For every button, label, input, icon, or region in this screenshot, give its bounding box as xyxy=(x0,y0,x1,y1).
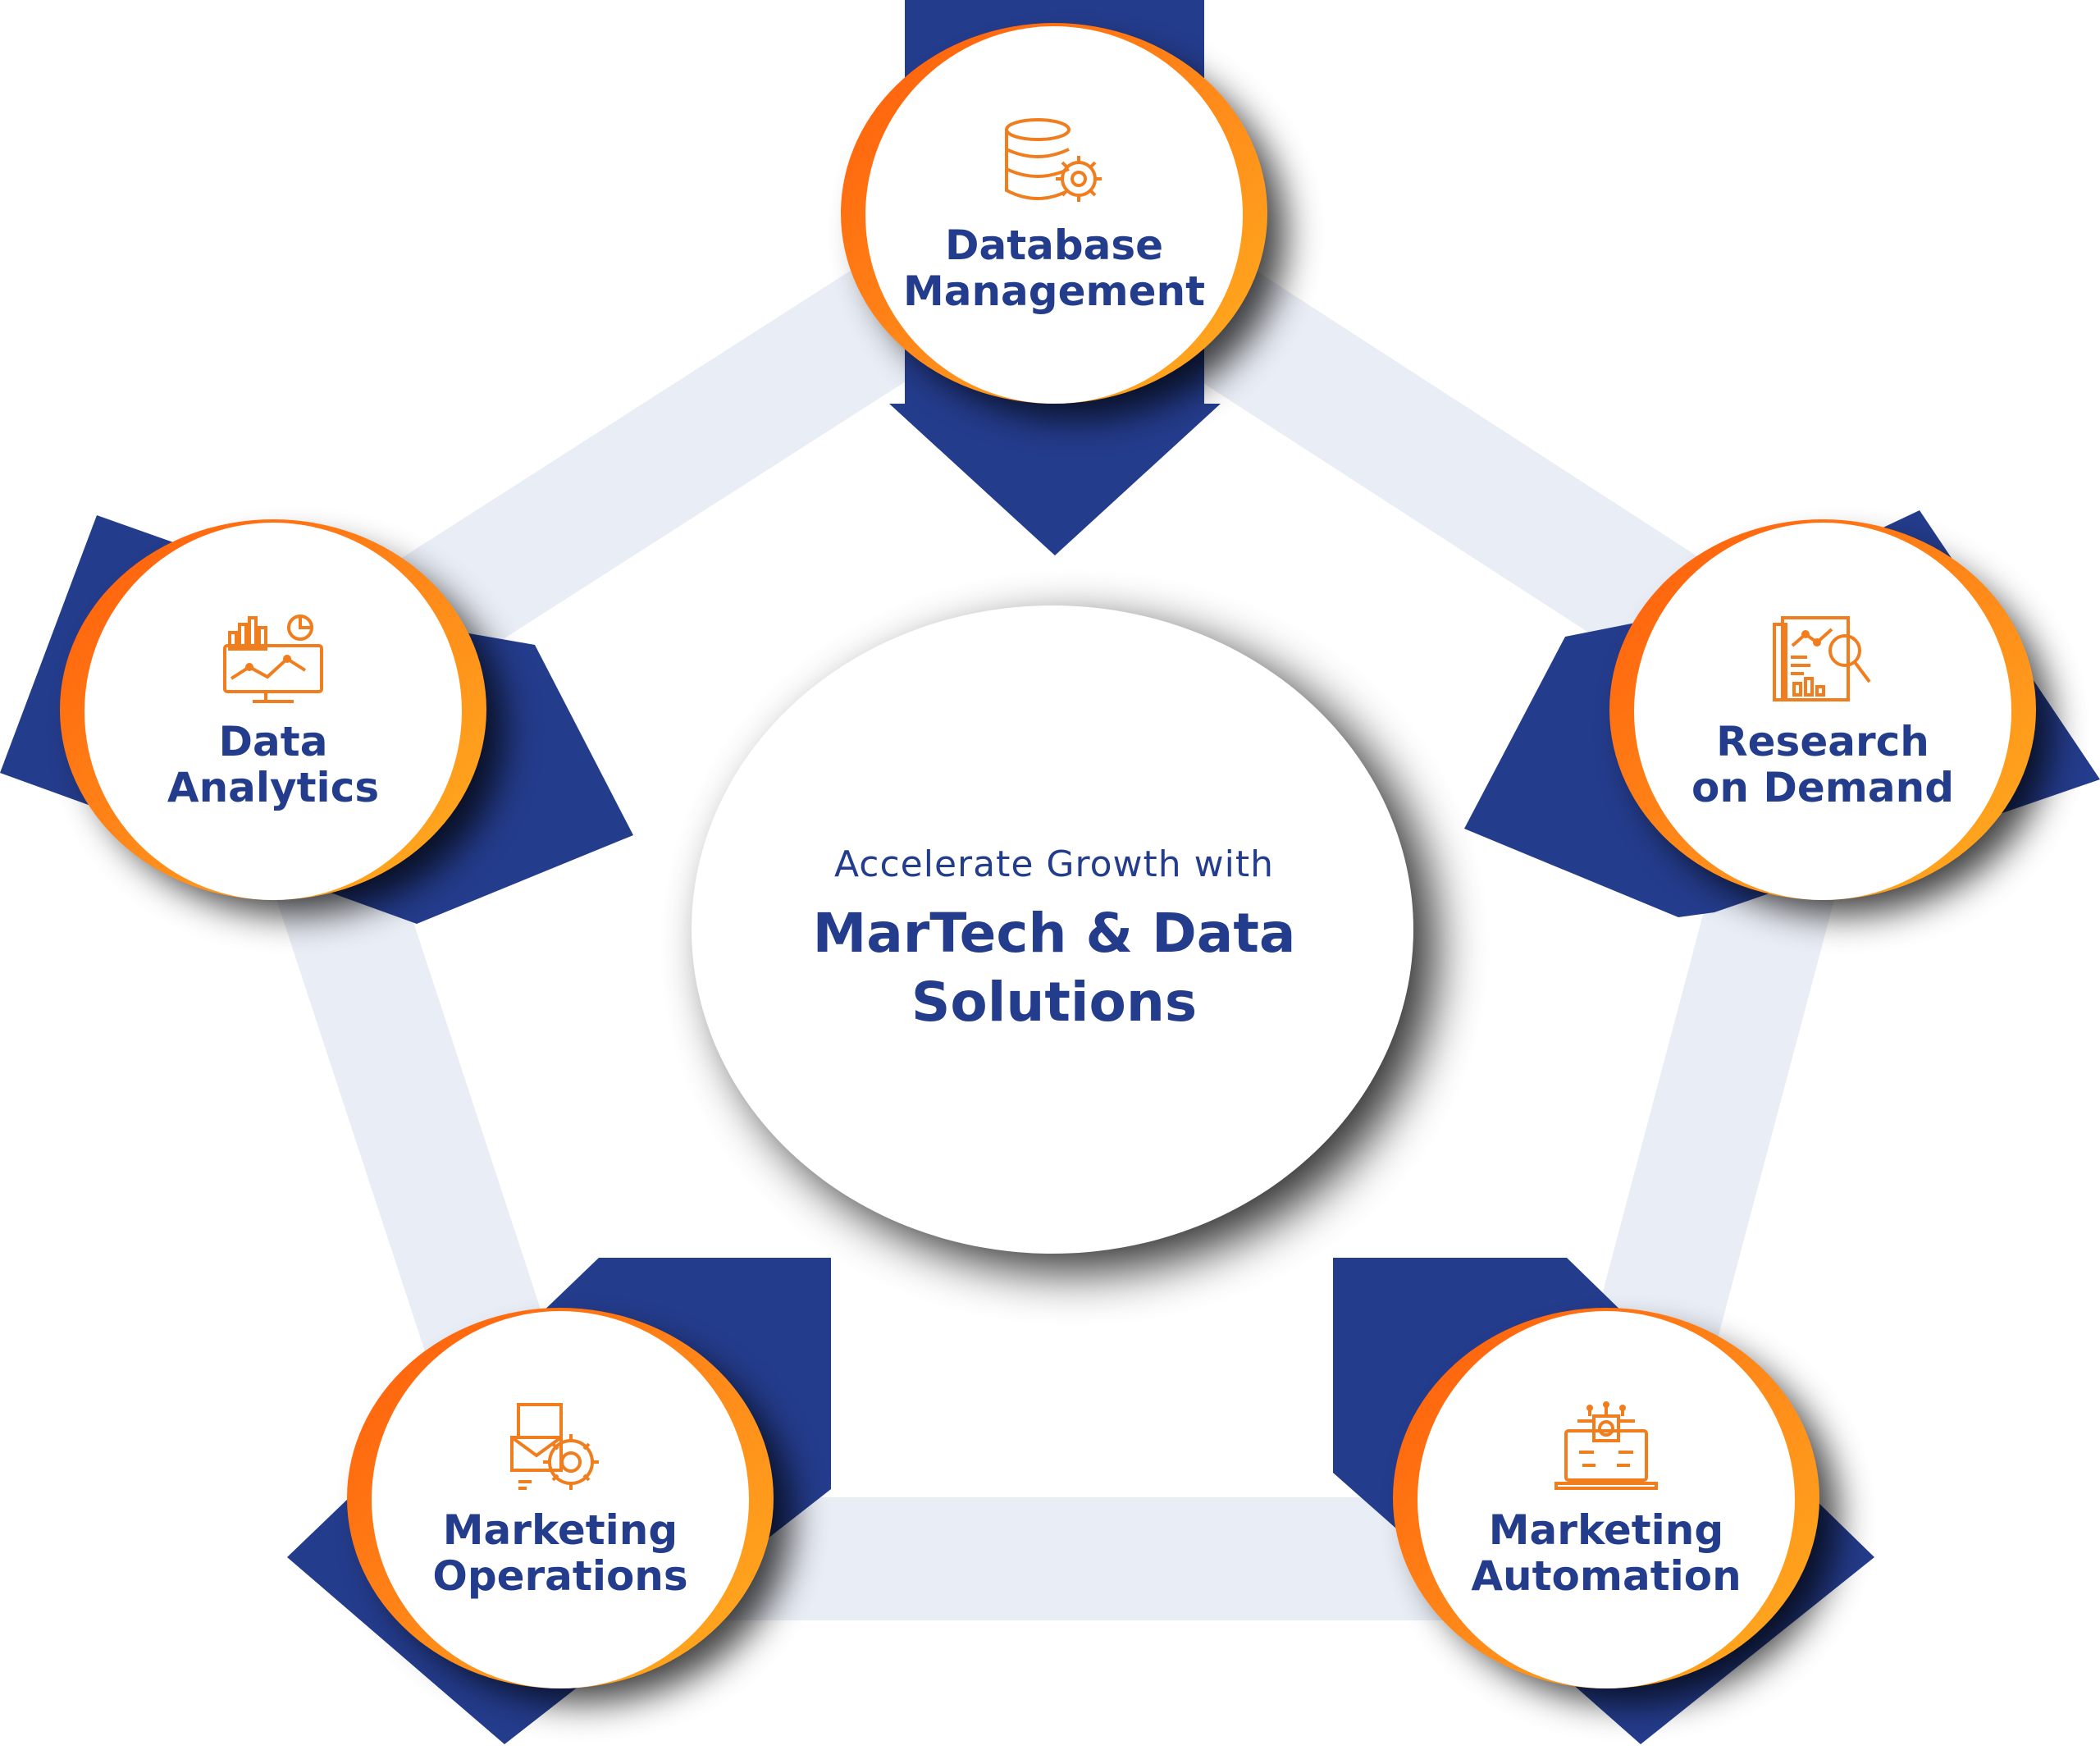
monitor-chart-icon xyxy=(223,614,323,703)
center-kicker: Accelerate Growth with xyxy=(833,843,1275,885)
node-label-line1: Research xyxy=(1716,717,1929,765)
node-label-line1: Database xyxy=(944,221,1164,269)
node-data-analytics: Data Analytics xyxy=(84,523,462,900)
report-magnifier-icon xyxy=(1773,615,1871,701)
node-research-on-demand: Research on Demand xyxy=(1634,523,2011,900)
node-label-line1: Marketing xyxy=(1488,1506,1724,1554)
node-label-line1: Data xyxy=(218,717,328,765)
center-headline-line1: MarTech & Data xyxy=(812,902,1296,965)
envelope-gear-icon xyxy=(510,1402,599,1490)
center-hub: Accelerate Growth with MarTech & Data So… xyxy=(693,607,1415,1255)
node-database-management: Database Management xyxy=(865,26,1243,404)
node-label-line2: Automation xyxy=(1471,1551,1742,1600)
center-disc xyxy=(692,605,1413,1254)
node-marketing-automation: Marketing Automation xyxy=(1418,1311,1795,1688)
node-label-line2: Operations xyxy=(432,1551,688,1600)
center-headline-line2: Solutions xyxy=(911,971,1198,1034)
node-label-line2: on Demand xyxy=(1691,763,1954,811)
node-label-line2: Analytics xyxy=(167,763,380,811)
node-label-line1: Marketing xyxy=(442,1506,678,1554)
node-marketing-operations: Marketing Operations xyxy=(372,1311,749,1688)
database-gear-icon xyxy=(1005,117,1102,202)
laptop-gear-network-icon xyxy=(1554,1400,1658,1490)
node-label-line2: Management xyxy=(902,267,1206,315)
